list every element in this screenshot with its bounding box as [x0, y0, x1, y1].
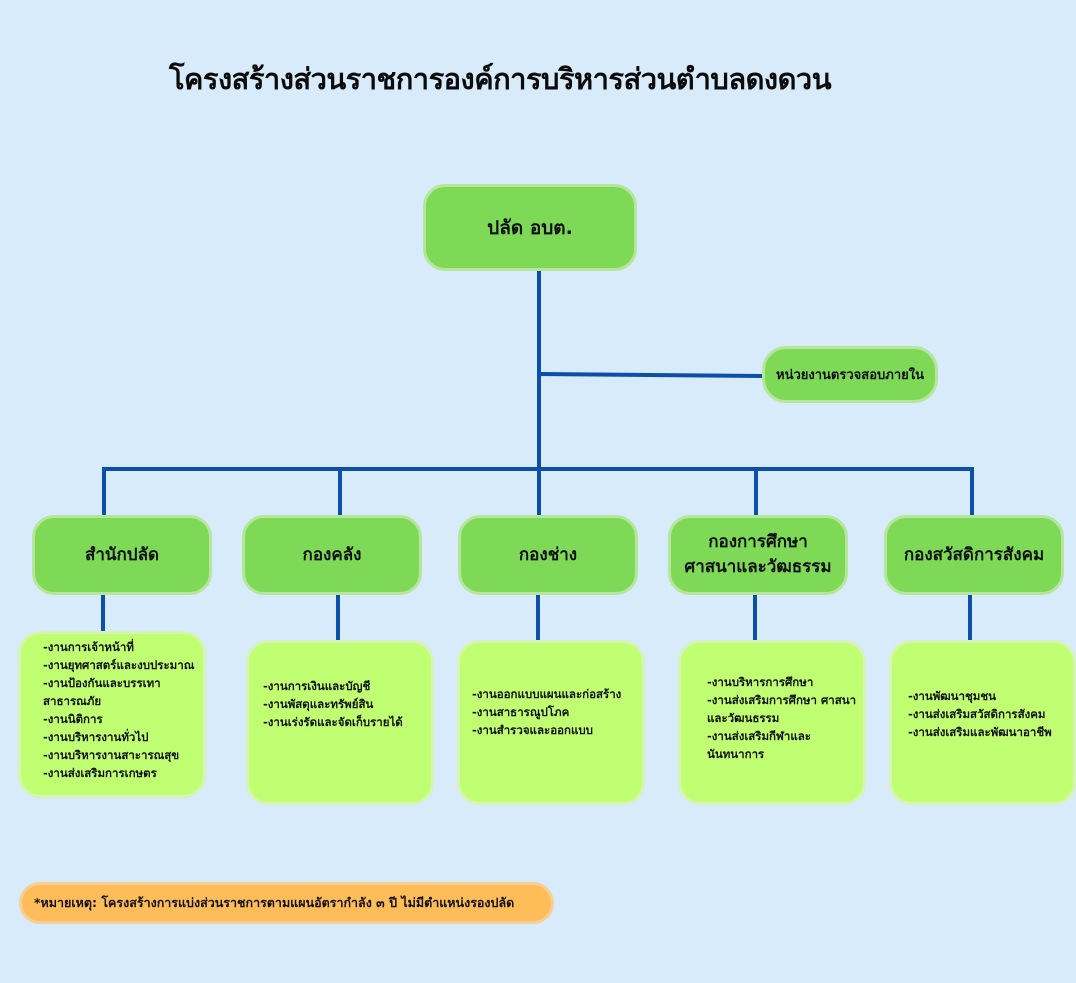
section-box-office: -งานการเจ้าหน้าที่ -งานยุทศาสตร์และงบประ…: [18, 631, 206, 798]
chief-administrator-box: ปลัด อบต.: [423, 184, 637, 271]
section-item: -งานป้องกันและบรรเทา: [43, 676, 161, 690]
department-name: กองช่าง: [518, 544, 578, 565]
section-item: -งานส่งเสริมกีฬาและ: [707, 729, 811, 743]
department-name: สำนักปลัด: [84, 544, 160, 565]
department-box-education: กองการศึกษา ศาสนาและวัฒธรรม: [668, 515, 848, 595]
section-item: สาธารณภัย: [43, 694, 102, 708]
connector-audit: [536, 371, 765, 379]
section-item: -งานการเจ้าหน้าที่: [43, 640, 134, 654]
section-item: -งานพัสดุและทรัพย์สิน: [263, 697, 374, 711]
footnote-box: *หมายเหตุ: โครงสร้างการแบ่งส่วนราชการตาม…: [19, 882, 554, 924]
section-item: -งานส่งเสริมสวัสดิการสังคม: [908, 707, 1046, 721]
section-item: -งานบริหารงานสาะารณสุข: [43, 748, 180, 762]
page-title: โครงสร้างส่วนราชการองค์การบริหารส่วนตำบล…: [168, 62, 832, 96]
footnote-text: *หมายเหตุ: โครงสร้างการแบ่งส่วนราชการตาม…: [34, 895, 515, 910]
department-name: กองการศึกษา ศาสนาและวัฒธรรม: [684, 530, 831, 579]
section-item: -งานบริหารการศึกษา: [707, 675, 814, 689]
section-box-welfare: -งานพัฒนาชุมชน -งานส่งเสริมสวัสดิการสังค…: [889, 640, 1076, 805]
department-name-line-1: กองการศึกษา: [708, 532, 808, 553]
internal-audit-box: หน่วยงานตรวจสอบภายใน: [762, 346, 938, 403]
department-box-office: สำนักปลัด: [32, 515, 212, 595]
section-item: -งานการเงินและบัญชี: [263, 679, 371, 693]
section-item: -งานยุทศาสตร์และงบประมาณ: [43, 658, 195, 672]
section-item: และวัฒนธรรม: [707, 711, 780, 725]
section-item: -งานพัฒนาชุมชน: [908, 689, 997, 703]
section-box-finance: -งานการเงินและบัญชี -งานพัสดุและทรัพย์สิ…: [246, 640, 434, 805]
section-box-engineering: -งานออกแบบแผนและก่อสร้าง -งานสาธารณูปโภค…: [457, 640, 645, 805]
department-box-welfare: กองสวัสดิการสังคม: [884, 515, 1064, 595]
department-name: กองคลัง: [302, 544, 362, 565]
department-box-finance: กองคลัง: [242, 515, 422, 595]
department-box-engineering: กองช่าง: [458, 515, 638, 595]
section-item: -งานบริหารงานทั่วไป: [43, 730, 149, 744]
internal-audit-label: หน่วยงานตรวจสอบภายใน: [776, 368, 924, 383]
section-item: -งานนิติการ: [43, 712, 103, 726]
section-item: -งานออกแบบแผนและก่อสร้าง: [472, 687, 622, 701]
section-item: -งานส่งเสริมการเกษตร: [43, 766, 157, 780]
section-item: -งานเร่งรัดและจัดเก็บรายได้: [263, 715, 403, 729]
department-name: กองสวัสดิการสังคม: [903, 544, 1045, 565]
section-item: -งานส่งเสริมการศึกษา ศาสนา: [707, 693, 857, 707]
section-item: นันทนาการ: [707, 747, 765, 761]
section-item: -งานสำรวจและออกแบบ: [472, 723, 593, 737]
department-name-line-2: ศาสนาและวัฒธรรม: [684, 557, 832, 577]
chief-administrator-label: ปลัด อบต.: [487, 216, 573, 239]
section-item: -งานสาธารณูปโภค: [472, 705, 570, 719]
section-box-education: -งานบริหารการศึกษา -งานส่งเสริมการศึกษา …: [678, 640, 866, 805]
section-item: -งานส่งเสริมและพัฒนาอาชีพ: [908, 725, 1052, 739]
